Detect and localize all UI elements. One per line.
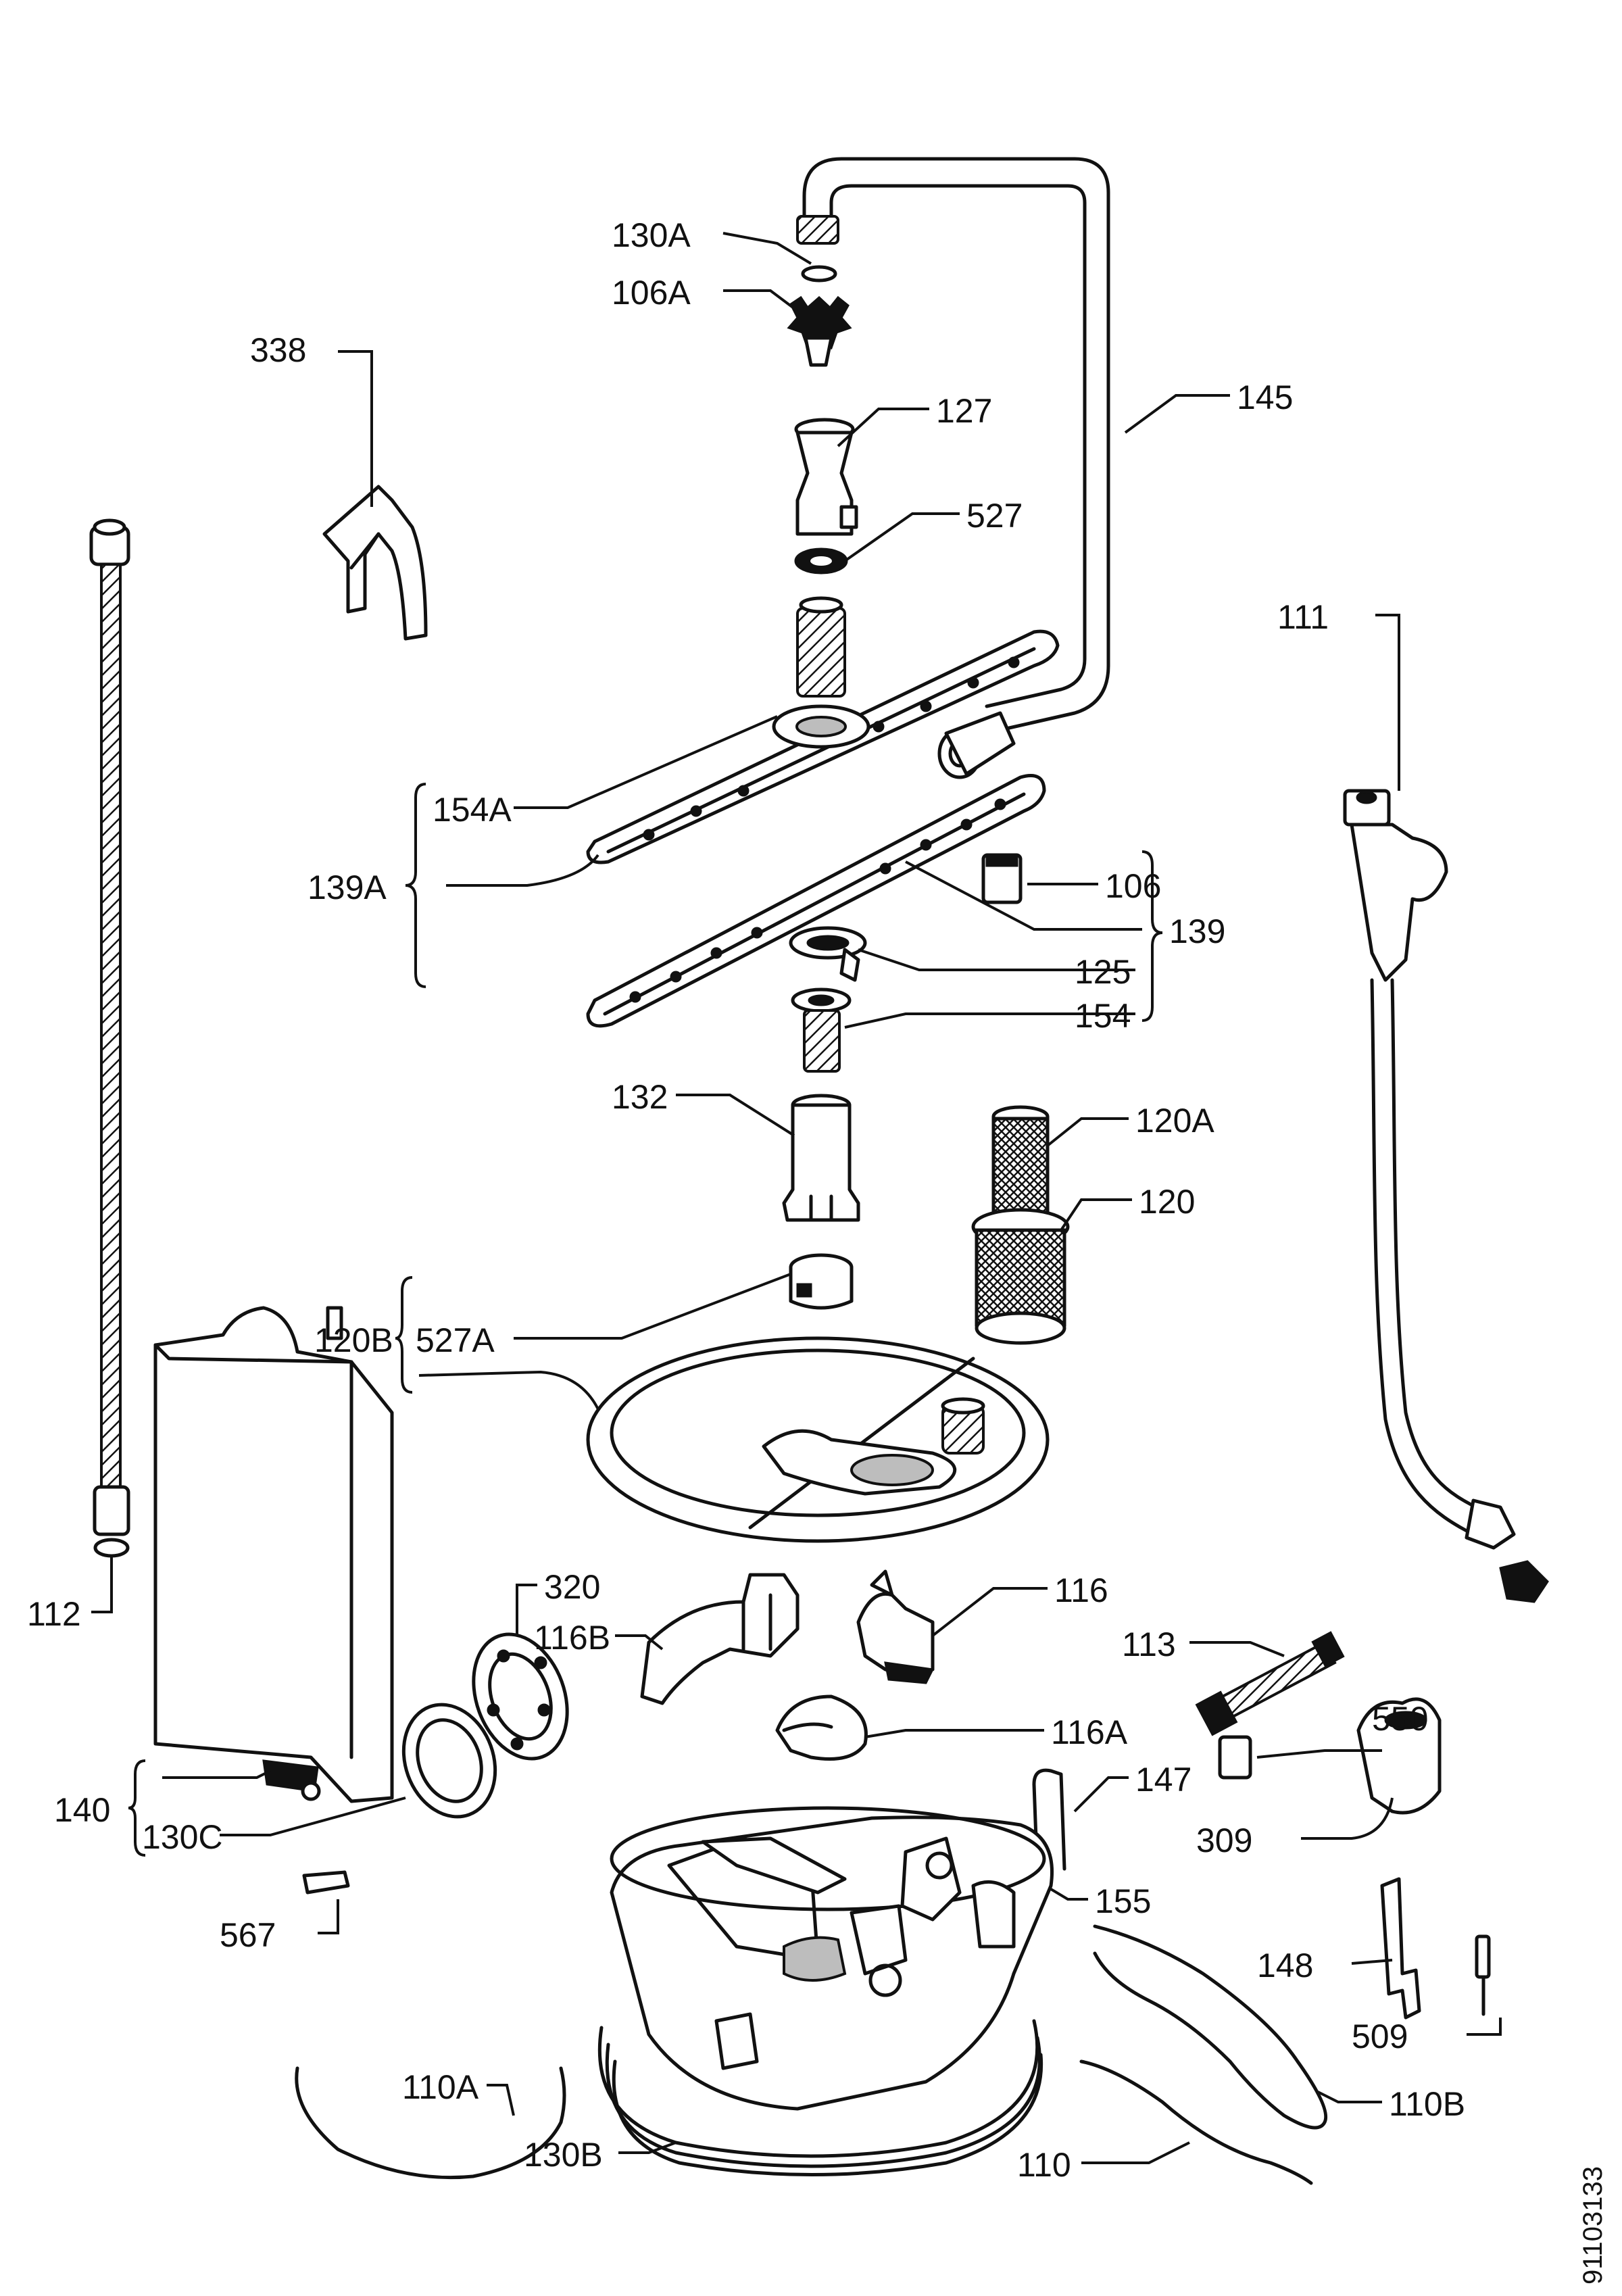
label-106: 106	[1105, 867, 1161, 905]
label-309: 309	[1196, 1822, 1252, 1859]
bayonet-ring-125	[789, 926, 867, 982]
upper-spray-arm-154A	[586, 596, 1060, 864]
label-125: 125	[1075, 953, 1131, 991]
label-567: 567	[220, 1916, 276, 1954]
part-509	[1475, 1934, 1491, 2016]
label-120A: 120A	[1135, 1102, 1214, 1140]
sump-gasket-130B	[597, 2019, 1043, 2176]
label-106A: 106A	[612, 274, 691, 312]
gasket-130C	[401, 1703, 497, 1819]
valve-housing-116B	[640, 1573, 800, 1705]
switch-block-550	[1218, 1735, 1252, 1780]
microfilter-plate-120B	[586, 1336, 1050, 1543]
lower-spray-arm-139	[586, 774, 1046, 1028]
label-116: 116	[1054, 1571, 1108, 1609]
bearing-ring-320	[472, 1632, 569, 1761]
label-320: 320	[544, 1568, 600, 1606]
label-110B: 110B	[1389, 2085, 1465, 2123]
label-120B: 120B	[314, 1321, 393, 1359]
washer-527	[794, 547, 848, 575]
water-softener-140	[153, 1306, 394, 1803]
label-130C: 130C	[142, 1818, 223, 1856]
label-130A: 130A	[612, 216, 691, 254]
label-140: 140	[54, 1791, 110, 1829]
label-127: 127	[936, 392, 992, 430]
clip-106	[981, 853, 1023, 904]
label-139: 139	[1169, 912, 1225, 950]
star-nut-106A	[787, 295, 852, 367]
label-154A: 154A	[433, 791, 512, 829]
label-120: 120	[1139, 1183, 1195, 1221]
label-113: 113	[1122, 1626, 1176, 1663]
label-148: 148	[1257, 1947, 1313, 1984]
hose-110	[1079, 2059, 1313, 2185]
hose-clip-338	[322, 485, 428, 641]
label-116B: 116B	[534, 1619, 610, 1657]
supply-pipe-145	[796, 157, 1110, 779]
nozzle-154	[791, 987, 852, 1073]
valve-116	[856, 1569, 935, 1684]
label-130B: 130B	[524, 2136, 603, 2174]
pin-147	[1032, 1768, 1066, 1878]
label-116A: 116A	[1051, 1713, 1128, 1751]
filter-120	[971, 1105, 1070, 1345]
heating-element-113	[1195, 1631, 1345, 1736]
label-110: 110	[1017, 2146, 1071, 2184]
label-527: 527	[966, 497, 1023, 535]
label-509: 509	[1352, 2018, 1408, 2055]
label-112: 112	[27, 1595, 81, 1633]
label-527A: 527A	[416, 1321, 495, 1359]
label-110A: 110A	[402, 2068, 479, 2106]
label-132: 132	[612, 1078, 668, 1116]
drawing-number: 91103133	[1578, 2166, 1608, 2285]
label-111: 111	[1277, 598, 1329, 636]
inlet-hose-112	[89, 518, 130, 1558]
sump-155	[610, 1806, 1054, 2111]
support-tube-132	[782, 1094, 860, 1222]
bushing-127	[794, 418, 858, 536]
hose-110A	[295, 2066, 566, 2180]
bracket-148	[1380, 1877, 1421, 2020]
label-139A: 139A	[308, 869, 387, 906]
hose-110B	[1093, 1924, 1328, 2130]
valve-flap-116A	[775, 1694, 868, 1761]
clip-567	[302, 1870, 350, 1895]
group-braces	[128, 783, 1163, 1857]
pressure-chamber-309	[1356, 1697, 1442, 1815]
label-147: 147	[1135, 1761, 1191, 1799]
drain-hose-111	[1343, 789, 1549, 1603]
o-ring-130A	[801, 265, 837, 283]
sleeve-527A	[789, 1253, 854, 1310]
label-145: 145	[1237, 378, 1293, 416]
label-155: 155	[1095, 1882, 1151, 1920]
leader-lines	[91, 232, 1502, 2164]
label-154: 154	[1075, 997, 1131, 1035]
label-338: 338	[250, 331, 306, 369]
label-550: 550	[1372, 1700, 1428, 1738]
part-labels: 130A 106A 338 127 145 527 111 154A 139A …	[27, 216, 1608, 2285]
